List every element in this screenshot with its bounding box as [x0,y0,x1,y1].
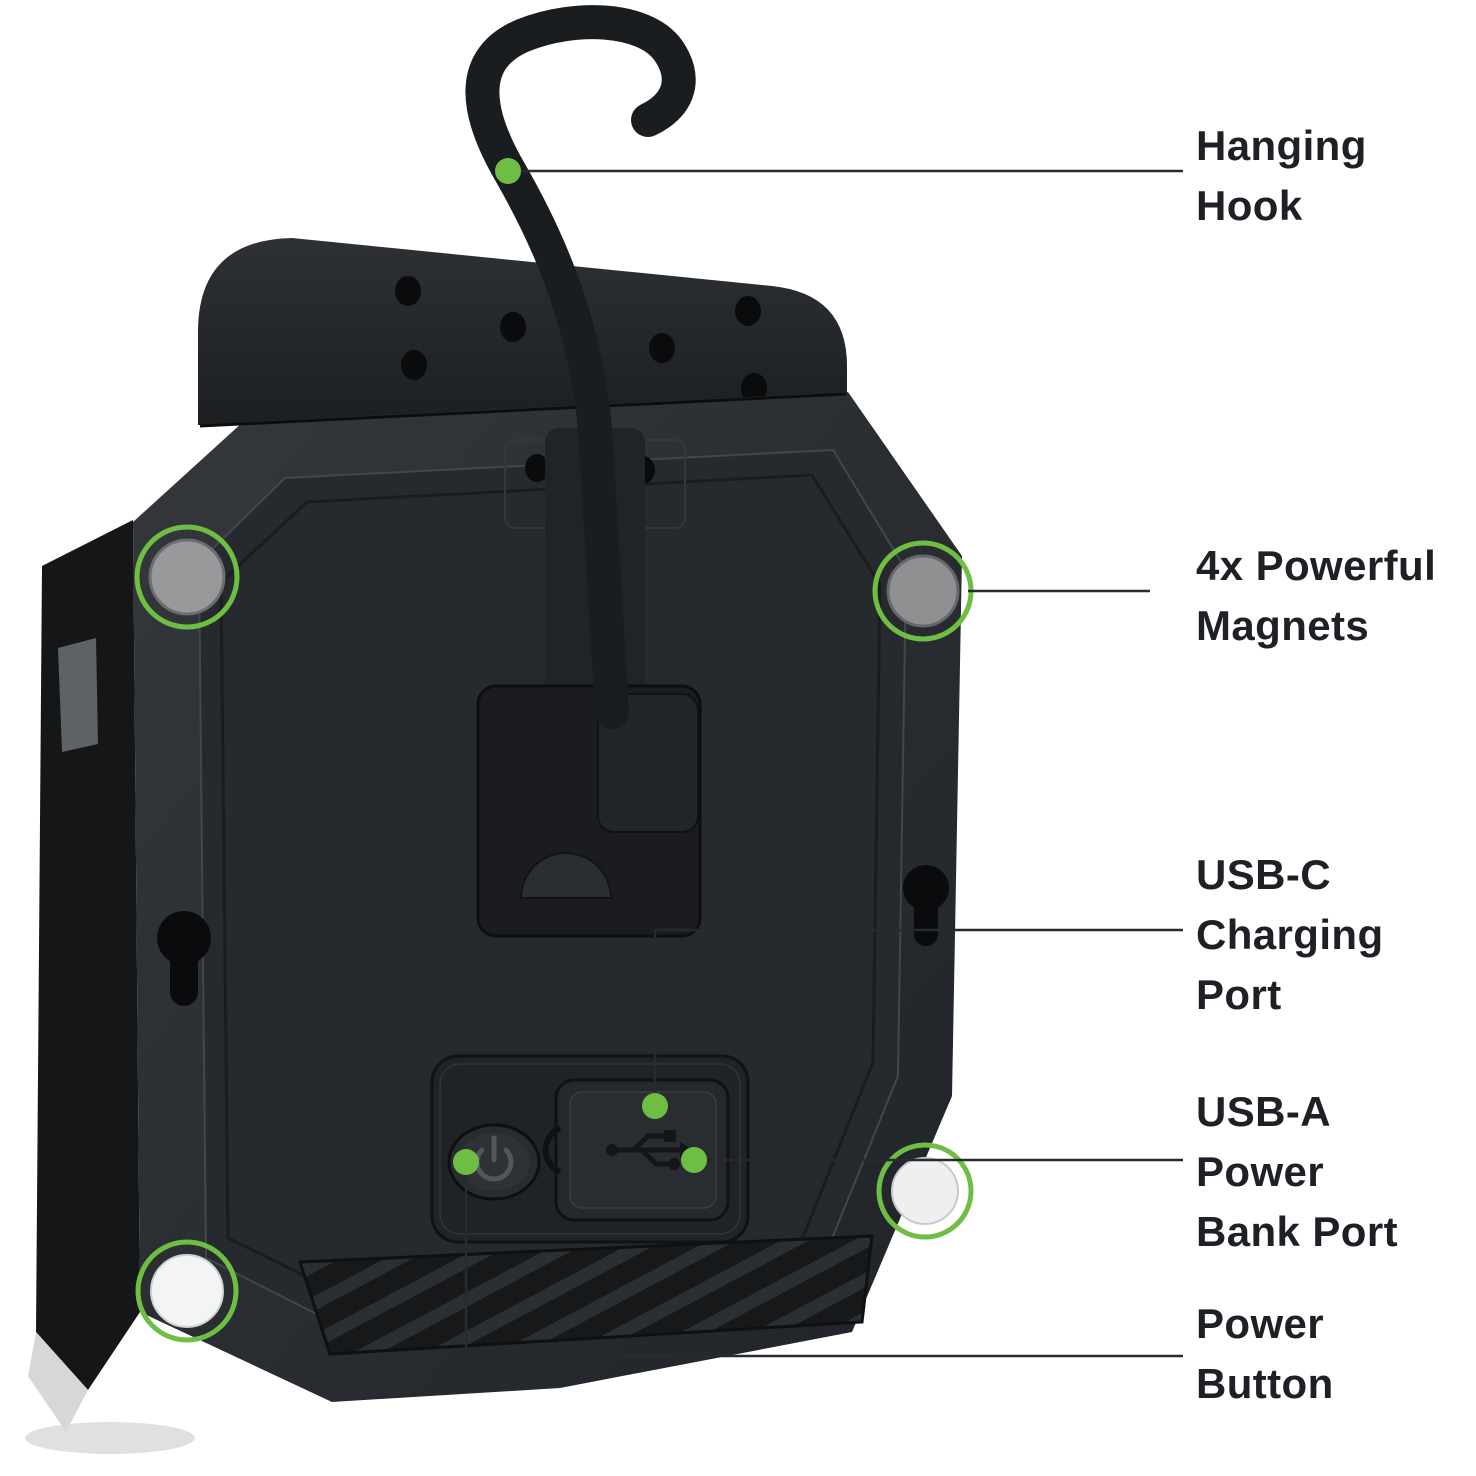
label-power-button: Power Button [1196,1300,1334,1407]
device-side-face [28,520,140,1432]
magnet-top-right [872,540,974,642]
keyhole-slot-left [157,911,211,1006]
callout-line-power [464,1166,1183,1358]
hinge-bar [198,238,848,425]
hanging-hook [465,5,696,729]
label-hanging-hook: Hanging Hook [1196,122,1367,229]
usb-a-port-marker [681,1147,707,1173]
feature-markers [453,158,707,1175]
label-magnets: 4x Powerful Magnets [1196,542,1437,649]
ground-shadow [25,1422,195,1454]
keyhole-slot-right [903,865,949,946]
vent-grille [297,1234,874,1356]
magnet-top-left [134,524,240,630]
magnet-bottom-right [876,1142,974,1240]
hanging-hook-marker [495,158,521,184]
label-usb-c-port: USB-C Charging Port [1196,851,1384,1018]
power-button [447,1123,541,1201]
label-usb-a-port: USB-A Power Bank Port [1196,1088,1398,1255]
callout-lines [464,169,1183,1358]
usb-c-port-marker [642,1093,668,1119]
magnet-bottom-left [135,1239,239,1343]
usb-port-flap [542,1078,730,1222]
power-button-marker [453,1149,479,1175]
control-panel [430,1054,750,1244]
callout-line-usb-c [653,928,1183,1106]
